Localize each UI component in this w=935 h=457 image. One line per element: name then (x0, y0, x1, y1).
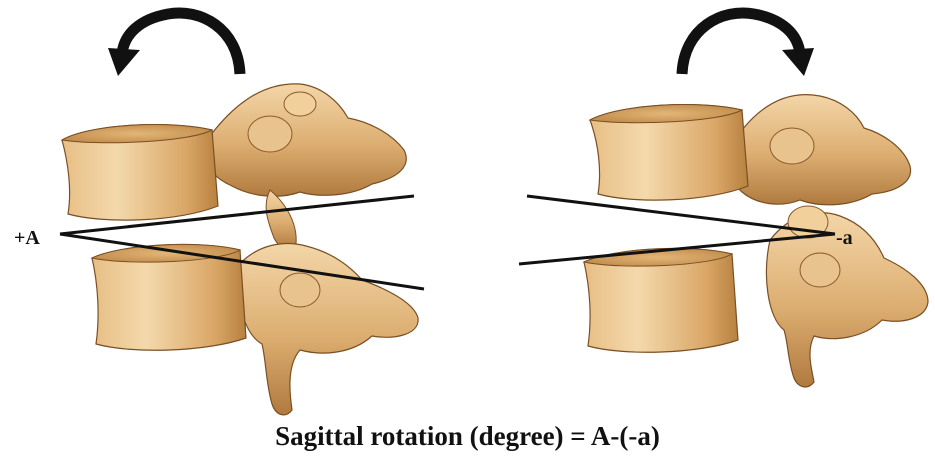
angle-label-positive-a: +A (14, 228, 40, 248)
right-upper-vertebra (590, 95, 911, 205)
clockwise-rotation-arrow-icon (682, 13, 814, 76)
formula-caption: Sagittal rotation (degree) = A-(-a) (0, 423, 935, 450)
left-upper-vertebra (62, 84, 406, 249)
angle-label-negative-a: -a (836, 228, 853, 248)
left-lower-vertebra (92, 244, 418, 415)
right-lower-vertebra (584, 206, 928, 387)
counterclockwise-rotation-arrow-icon (108, 13, 240, 76)
